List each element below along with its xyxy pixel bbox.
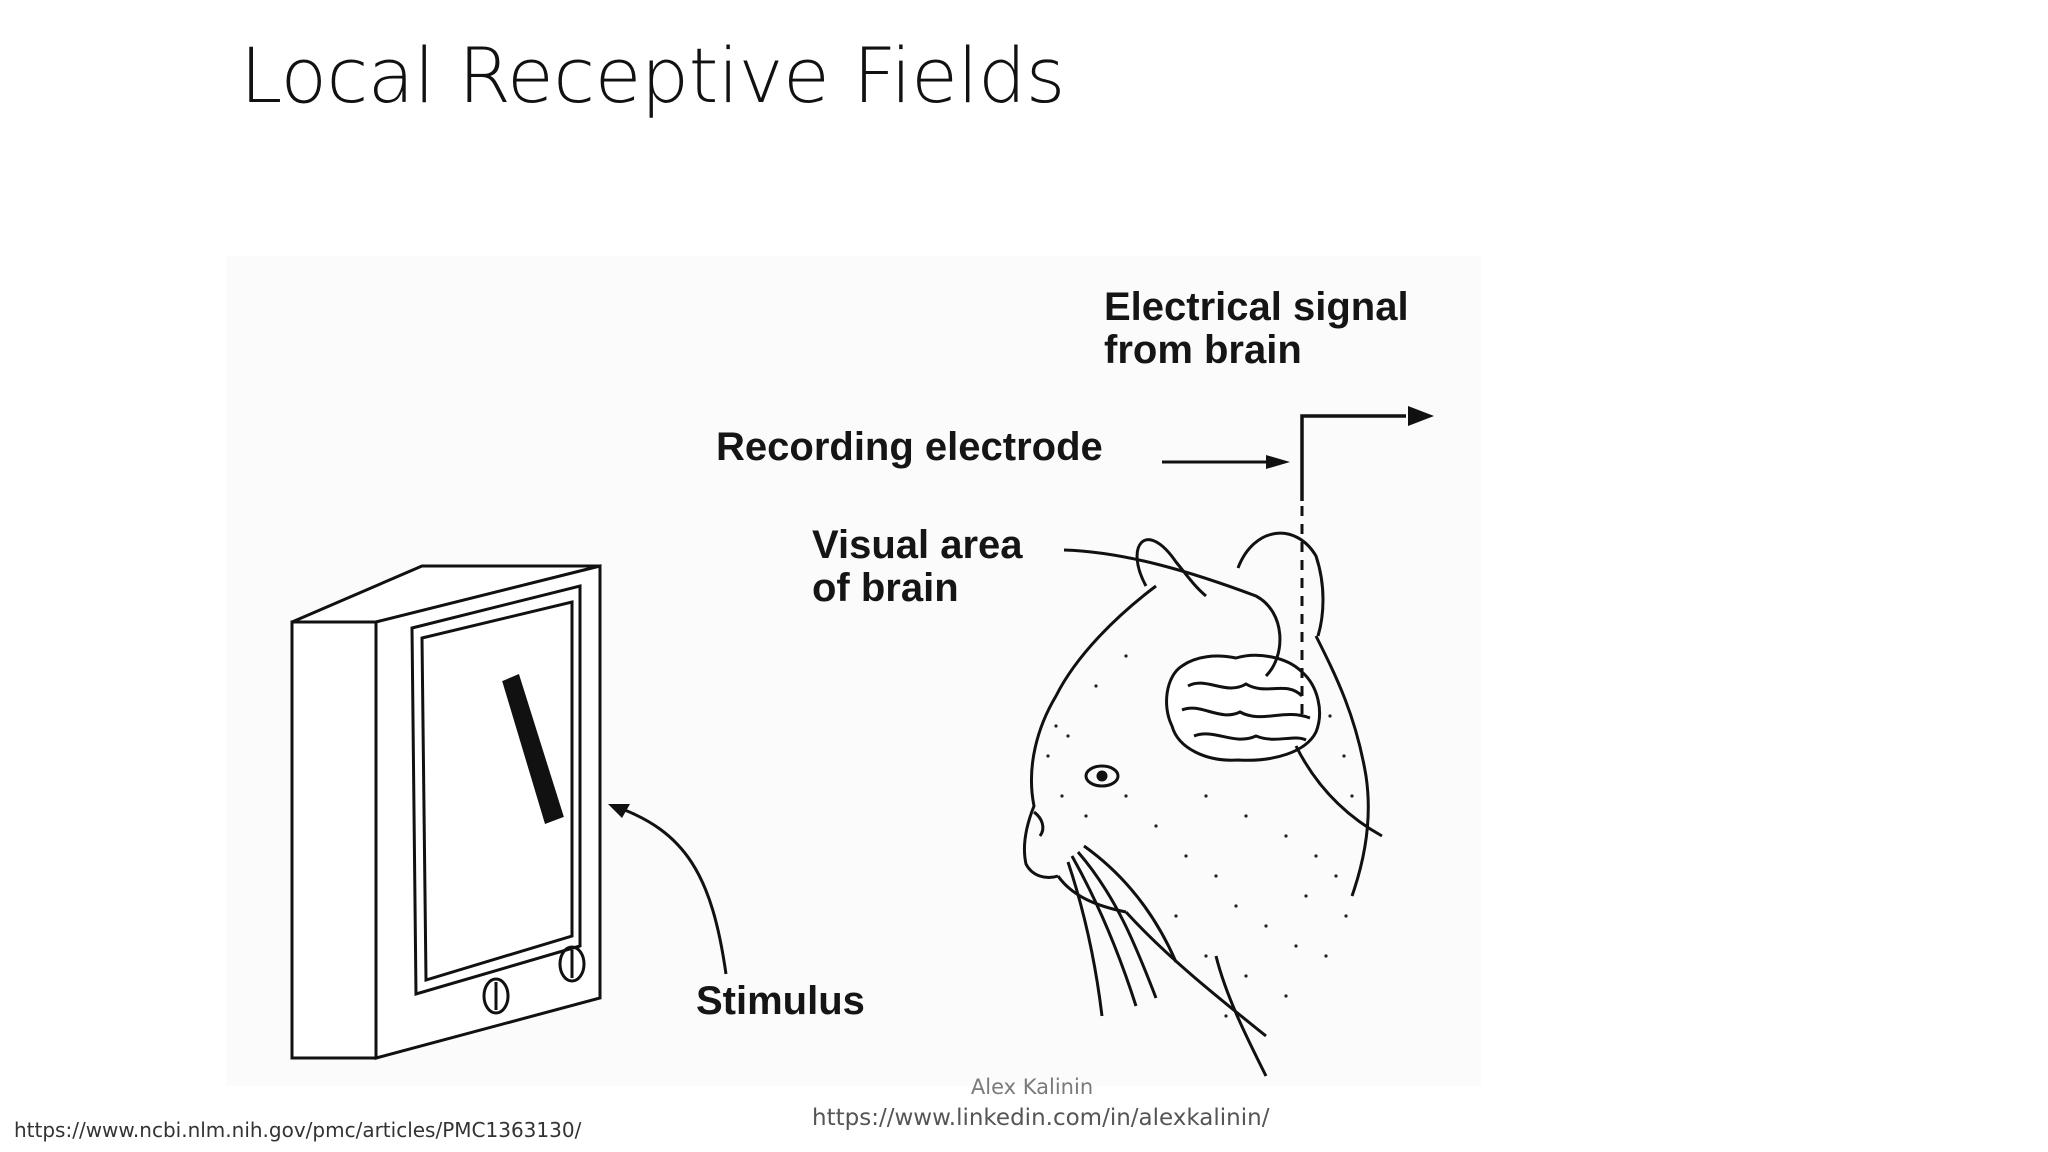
signal-arrow [1300, 406, 1434, 501]
electrode-arrow [1162, 455, 1290, 469]
slide-title: Local Receptive Fields [240, 31, 1065, 120]
stimulus-arrow [608, 804, 728, 975]
receptive-field-figure: Electrical signal from brain Recording e… [226, 256, 1481, 1086]
cat-shading [1046, 654, 1354, 1018]
author-link: https://www.linkedin.com/in/alexkalinin/ [812, 1105, 1270, 1131]
label-electrical-signal: Electrical signal from brain [1104, 285, 1409, 373]
stimulus-bar [502, 673, 564, 824]
author-name: Alex Kalinin [970, 1075, 1094, 1099]
label-visual-area: Visual area of brain [812, 523, 1023, 611]
cat-head [1022, 506, 1383, 1077]
source-url: https://www.ncbi.nlm.nih.gov/pmc/article… [14, 1118, 582, 1142]
experiment-illustration [290, 406, 1434, 1077]
author-credit: Alex Kalinin https://www.linkedin.com/in… [812, 1075, 1270, 1131]
label-stimulus: Stimulus [696, 979, 865, 1023]
monitor [290, 564, 602, 1060]
label-recording-electrode: Recording electrode [716, 425, 1103, 469]
